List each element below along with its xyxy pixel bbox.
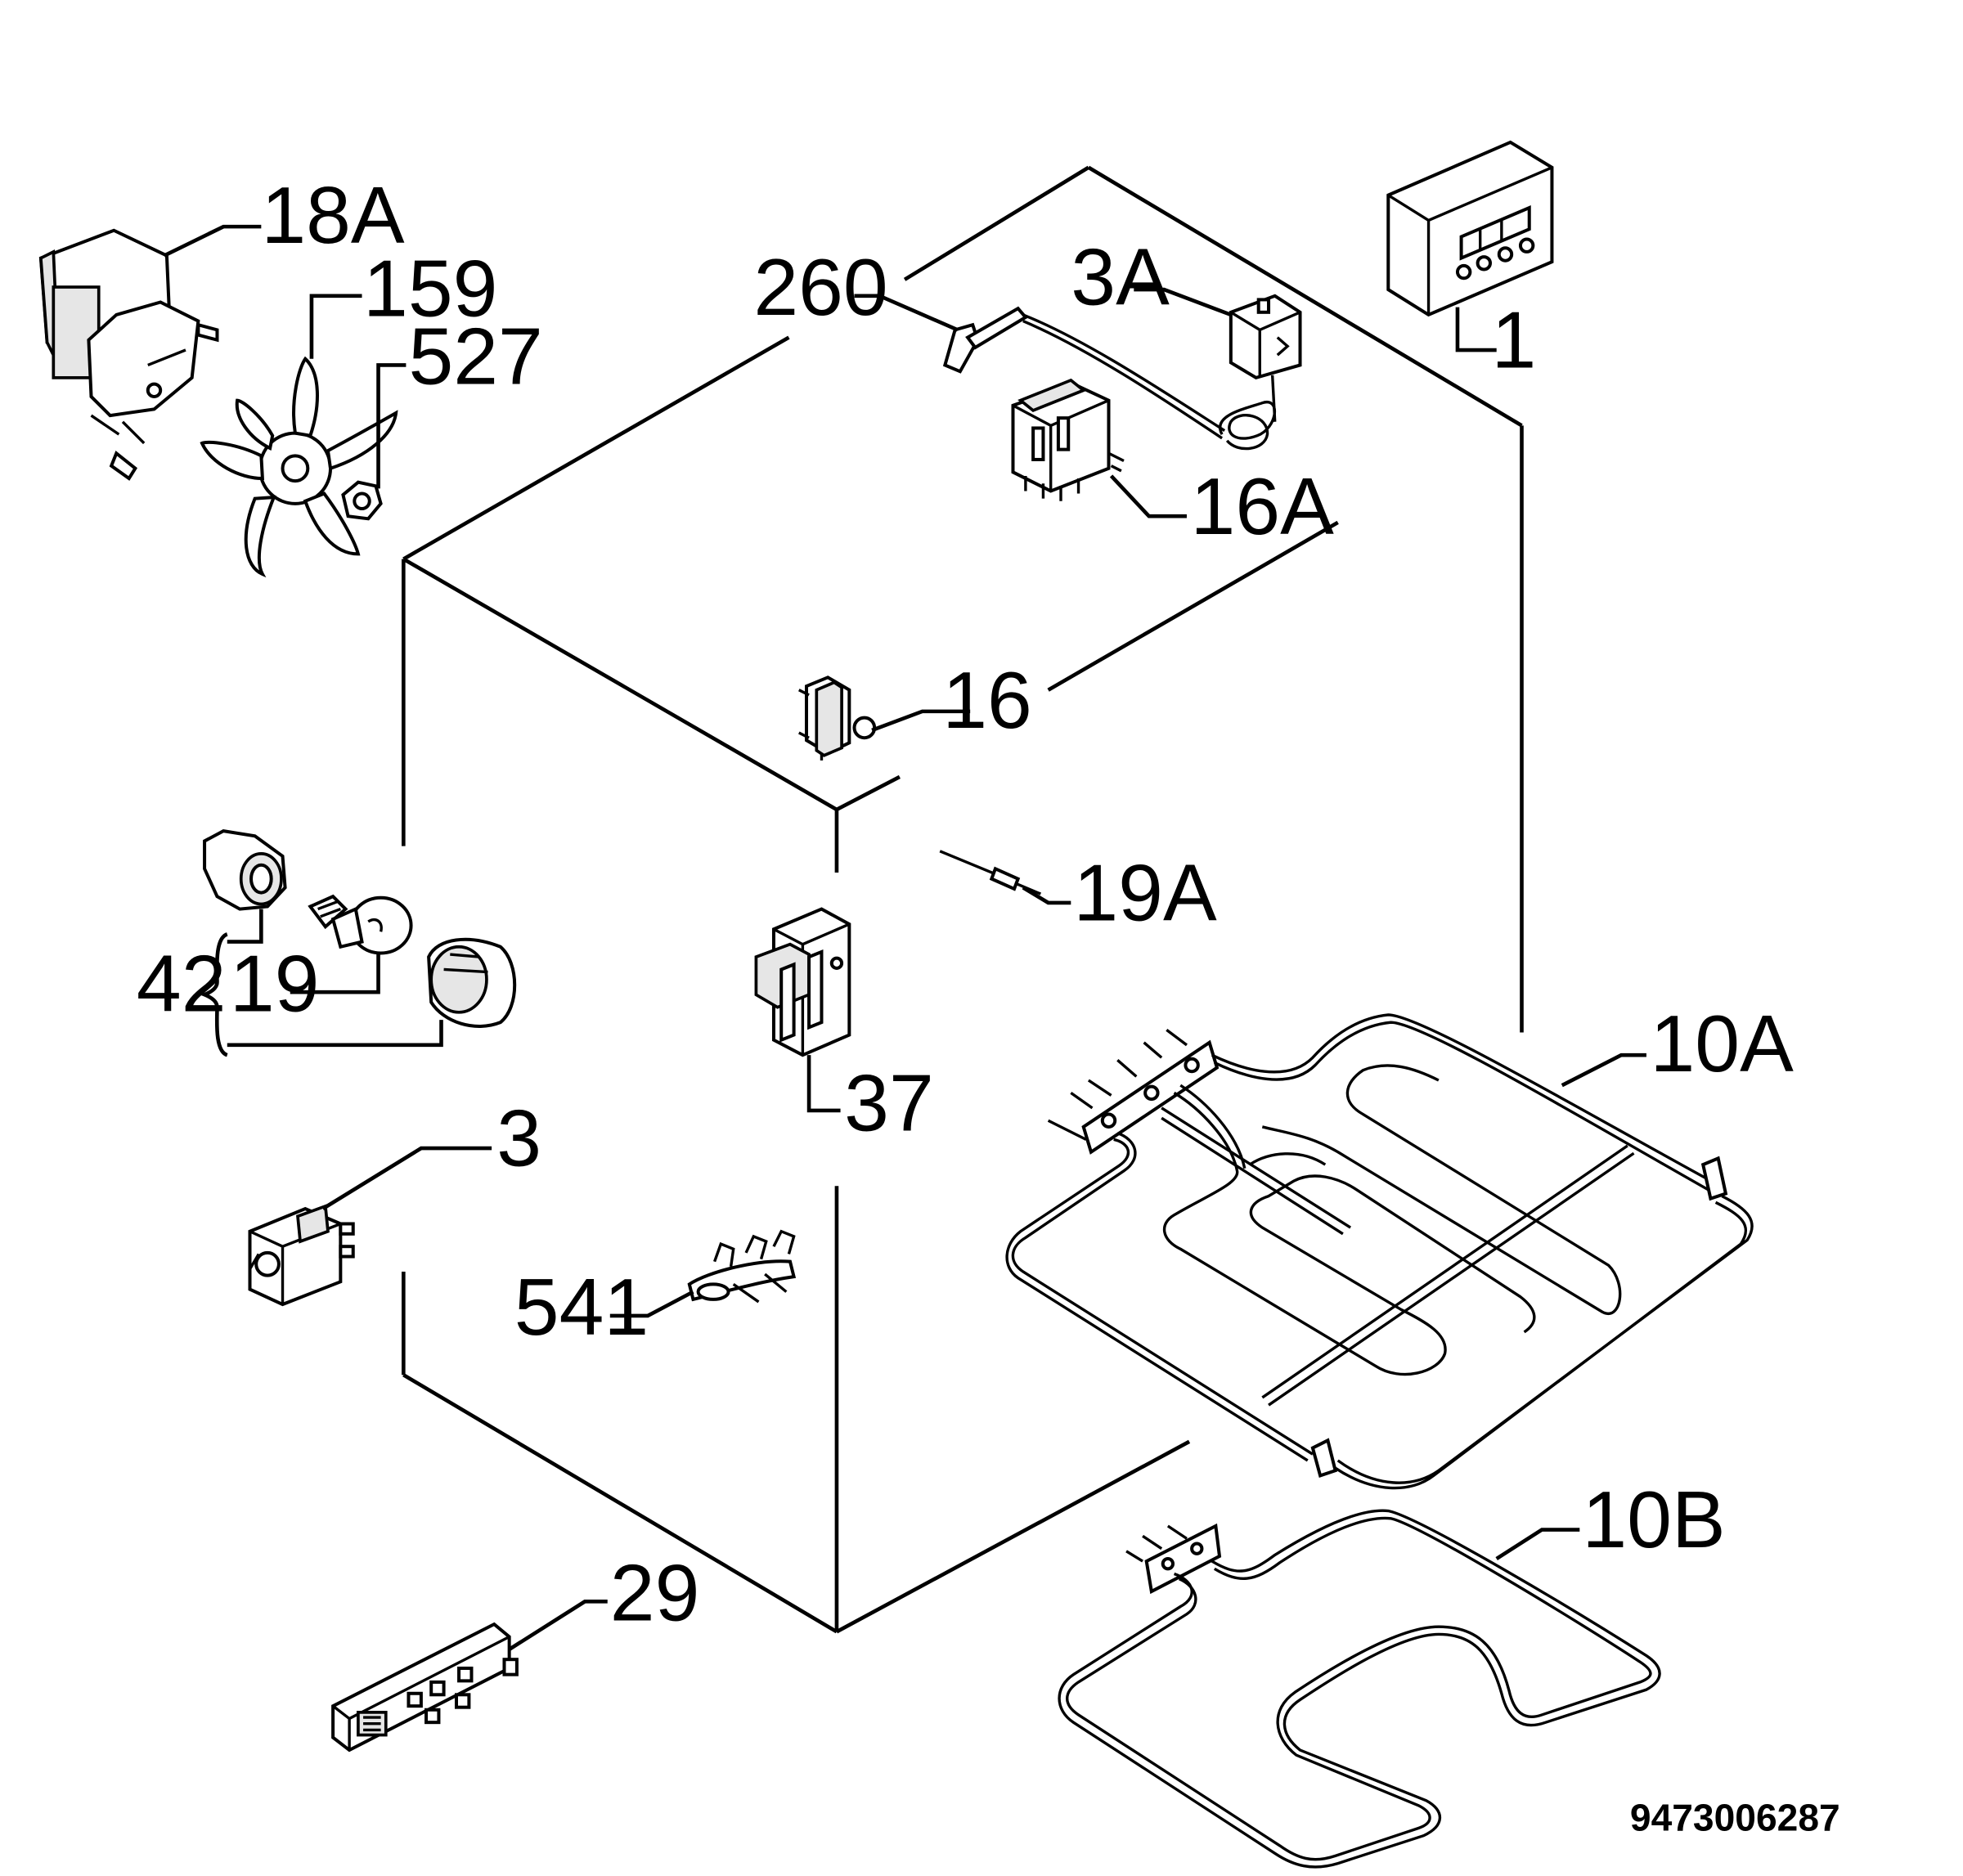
drawing-code: 9473006287 (1630, 1797, 1840, 1839)
leader-527 (376, 363, 407, 489)
callout-18a: 18A (261, 170, 405, 260)
energy-regulator-icon (248, 1204, 355, 1307)
push-switch-icon (798, 675, 877, 761)
leader-3a (1134, 287, 1232, 317)
callout-3a: 3A (1071, 232, 1170, 322)
callout-260: 260 (753, 242, 887, 332)
leader-37 (806, 1055, 841, 1113)
leader-10b (1495, 1528, 1580, 1560)
spark-generator-icon (331, 1622, 519, 1753)
oven-cabinet-outline (402, 165, 1524, 1634)
fan-blade-icon (200, 356, 398, 578)
leader-260 (854, 294, 959, 332)
callout-10a: 10A (1651, 999, 1795, 1088)
leader-42-bottom (227, 1020, 443, 1048)
callout-29: 29 (610, 1547, 700, 1637)
leader-42-top (227, 909, 263, 944)
callout-labels: 18A 159 527 260 3A 1 16A 16 19A 42 19 10… (137, 170, 1794, 1637)
callout-159: 159 (363, 243, 497, 333)
oven-lamp-icon (203, 829, 517, 1028)
function-selector-switch-icon (1011, 378, 1125, 501)
leader-10a (1561, 1052, 1646, 1088)
callout-1: 1 (1492, 295, 1537, 385)
callout-541: 541 (514, 1262, 649, 1352)
leader-16 (871, 709, 971, 733)
leader-29 (508, 1600, 608, 1651)
grill-element-icon (1005, 1013, 1754, 1490)
leader-3 (321, 1146, 492, 1210)
callout-42: 42 (137, 938, 227, 1028)
terminal-block-icon (687, 1229, 797, 1304)
leader-16a (1109, 474, 1187, 518)
callout-19: 19 (230, 938, 320, 1028)
leader-lines (163, 224, 1646, 1651)
bottom-heating-element-icon (1058, 1509, 1661, 1869)
temperature-probe-icon (942, 306, 1226, 440)
callout-37: 37 (844, 1058, 934, 1148)
electronic-timer-icon (1386, 140, 1554, 317)
leader-19 (290, 953, 380, 994)
leader-1 (1455, 307, 1497, 352)
callout-3: 3 (496, 1093, 541, 1183)
leader-541 (609, 1290, 694, 1318)
leader-19a (1022, 886, 1071, 905)
leader-18a (163, 224, 262, 258)
brace-42 (199, 932, 228, 1057)
nut-icon (341, 480, 383, 521)
callout-527: 527 (408, 312, 542, 402)
callout-16a: 16A (1191, 461, 1335, 551)
callout-10b: 10B (1582, 1474, 1725, 1564)
fan-motor-icon (38, 228, 219, 481)
door-hinge-icon (754, 907, 851, 1057)
leader-159 (309, 294, 362, 359)
callout-16: 16 (942, 655, 1032, 745)
thermostat-icon (1219, 294, 1302, 451)
thermal-fuse-icon (939, 850, 1042, 895)
callout-19a: 19A (1073, 847, 1217, 937)
